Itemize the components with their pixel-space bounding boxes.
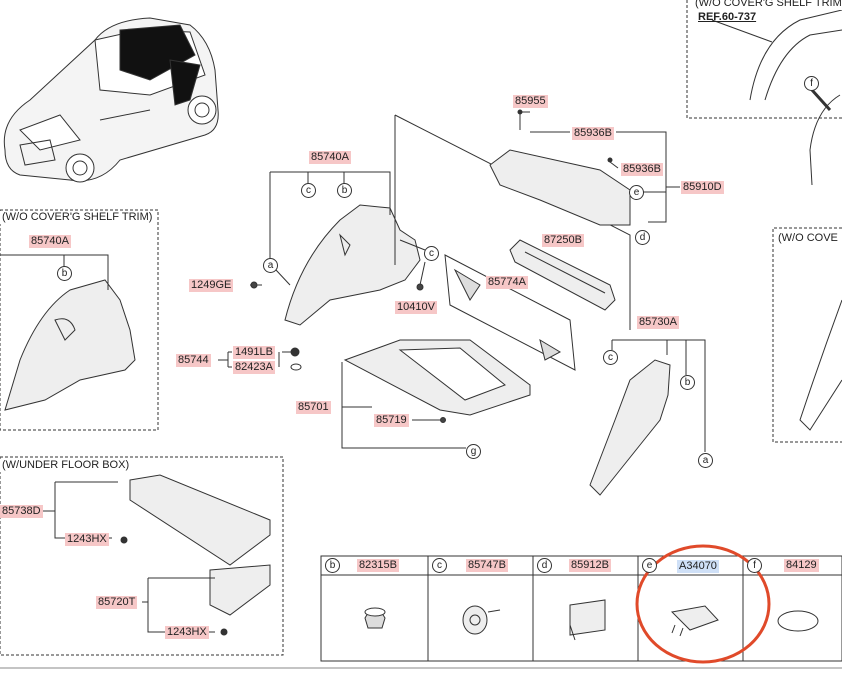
callout-b: b bbox=[337, 183, 352, 198]
part-label[interactable]: 1243HX bbox=[65, 533, 109, 546]
box-title-shelf-trim-right: (W/O COVE bbox=[776, 232, 840, 245]
legend-letter: b bbox=[325, 558, 340, 573]
callout-c: c bbox=[301, 183, 316, 198]
box-shelf-trim-top bbox=[686, 0, 842, 119]
part-label[interactable]: 85774A bbox=[486, 276, 528, 289]
part-label[interactable]: 85740A bbox=[29, 235, 71, 248]
callout-e: e bbox=[629, 185, 644, 200]
part-label[interactable]: 85720T bbox=[96, 596, 138, 609]
legend-part[interactable]: 85912B bbox=[569, 559, 611, 572]
callout-c: c bbox=[424, 246, 439, 261]
part-label[interactable]: 1243HX bbox=[165, 626, 209, 639]
part-label[interactable]: 85910D bbox=[681, 181, 724, 194]
callout-a: a bbox=[698, 453, 713, 468]
box-title-shelf-trim-left: (W/O COVER'G SHELF TRIM) bbox=[0, 211, 155, 224]
callout-c: c bbox=[603, 350, 618, 365]
legend-letter: e bbox=[642, 558, 657, 573]
legend-part[interactable]: 82315B bbox=[357, 559, 399, 572]
callout-g: g bbox=[466, 444, 481, 459]
part-label[interactable]: 1249GE bbox=[189, 279, 234, 292]
ref-label[interactable]: REF.60-737 bbox=[698, 11, 757, 23]
box-title-shelf-trim-top: (W/O COVER'G SHELF TRIM bbox=[693, 0, 842, 10]
part-label[interactable]: 85730A bbox=[637, 316, 679, 329]
callout-b: b bbox=[57, 266, 72, 281]
legend-letter: c bbox=[432, 558, 447, 573]
part-label[interactable]: 85936B bbox=[621, 163, 663, 176]
box-title-under-floor: (W/UNDER FLOOR BOX) bbox=[0, 459, 132, 472]
legend-part-highlighted[interactable]: A34070 bbox=[677, 560, 719, 573]
part-label[interactable]: 85955 bbox=[513, 95, 548, 108]
part-label[interactable]: 87250B bbox=[542, 234, 584, 247]
legend-part[interactable]: 85747B bbox=[466, 559, 508, 572]
annotation-circle bbox=[635, 544, 771, 664]
part-label[interactable]: 82423A bbox=[233, 361, 275, 374]
box-shelf-trim-right bbox=[772, 227, 842, 443]
legend-part-sketches bbox=[364, 599, 819, 641]
car-illustration bbox=[3, 17, 219, 183]
callout-f: f bbox=[804, 76, 819, 91]
part-label[interactable]: 85936B bbox=[572, 127, 614, 140]
part-label[interactable]: 85740A bbox=[309, 151, 351, 164]
callout-d: d bbox=[635, 230, 650, 245]
legend-letter: d bbox=[537, 558, 552, 573]
part-label[interactable]: 1491LB bbox=[233, 346, 275, 359]
part-label[interactable]: 10410V bbox=[395, 301, 437, 314]
legend-part[interactable]: 84129 bbox=[784, 559, 819, 572]
legend-letter: f bbox=[747, 558, 762, 573]
part-label[interactable]: 85744 bbox=[176, 354, 211, 367]
box-under-floor bbox=[0, 456, 284, 656]
part-label[interactable]: 85719 bbox=[374, 414, 409, 427]
box-shelf-trim-left bbox=[0, 209, 159, 431]
part-label[interactable]: 85738D bbox=[0, 505, 43, 518]
callout-b: b bbox=[680, 375, 695, 390]
callout-a: a bbox=[263, 258, 278, 273]
part-label[interactable]: 85701 bbox=[296, 401, 331, 414]
